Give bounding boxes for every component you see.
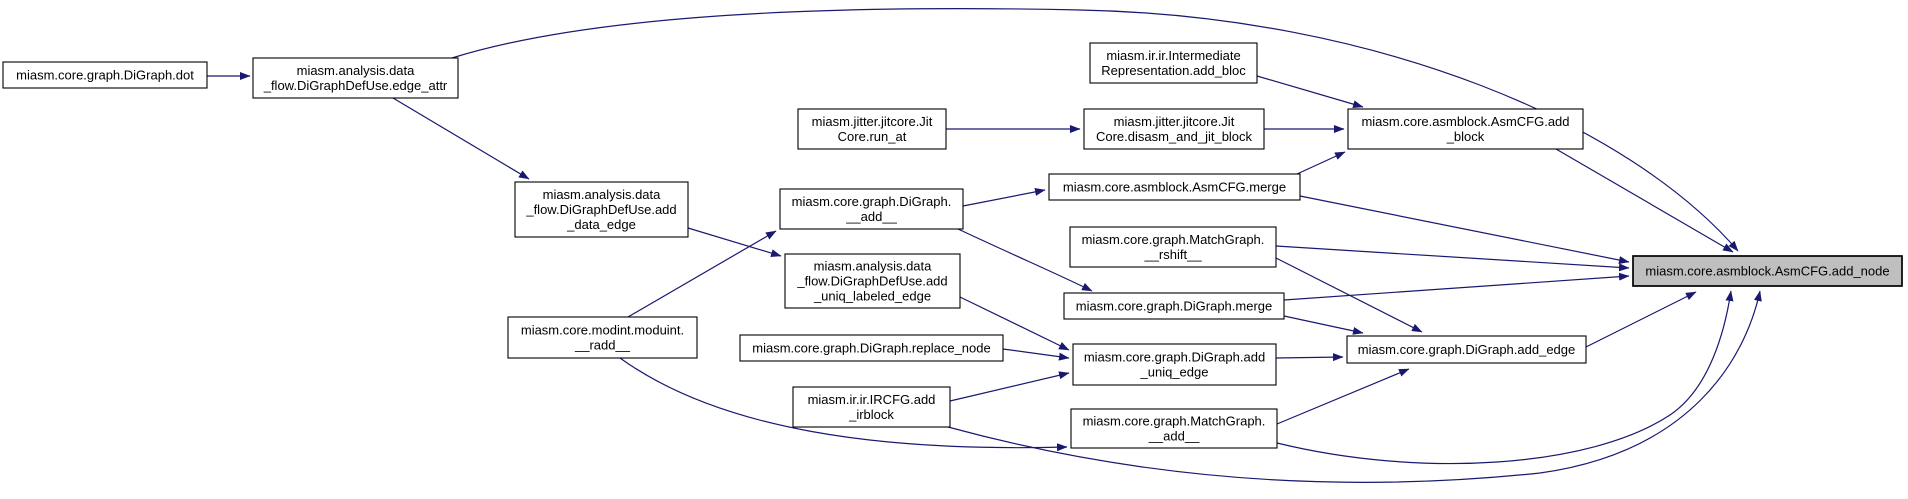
graph-node-add_edge[interactable]: miasm.core.graph.DiGraph.add_edge bbox=[1346, 335, 1587, 364]
node-label: miasm.core.graph.MatchGraph.__rshift__ bbox=[1082, 232, 1265, 262]
graph-node-rshift[interactable]: miasm.core.graph.MatchGraph.__rshift__ bbox=[1069, 226, 1277, 268]
node-box[interactable] bbox=[1347, 108, 1584, 150]
graph-node-edge_attr[interactable]: miasm.analysis.data_flow.DiGraphDefUse.e… bbox=[252, 57, 459, 99]
edge-add_block-to-add_node bbox=[1555, 148, 1734, 253]
node-label: miasm.core.asmblock.AsmCFG.add_node bbox=[1645, 264, 1889, 279]
graph-node-asmcfg_merge[interactable]: miasm.core.asmblock.AsmCFG.merge bbox=[1048, 173, 1301, 201]
node-label: miasm.core.graph.DiGraph.add_uniq_edge bbox=[1084, 350, 1265, 380]
edge-radd-to-dadd bbox=[627, 230, 777, 318]
node-box[interactable] bbox=[779, 188, 964, 230]
node-box[interactable] bbox=[1048, 173, 1301, 201]
graph-node-replace_node[interactable]: miasm.core.graph.DiGraph.replace_node bbox=[739, 334, 1004, 362]
node-box[interactable] bbox=[784, 253, 961, 309]
edge-add_irblock-to-uniq_edge bbox=[949, 371, 1070, 402]
edge-asmcfg_merge-to-add_node bbox=[1299, 195, 1630, 264]
graph-node-dot[interactable]: miasm.core.graph.DiGraph.dot bbox=[2, 61, 208, 89]
node-label: miasm.core.asmblock.AsmCFG.merge bbox=[1063, 180, 1286, 195]
edge-dadd-to-asmcfg_merge bbox=[962, 187, 1046, 207]
edges-layer bbox=[207, 8, 1762, 483]
node-label: miasm.core.graph.MatchGraph.__add__ bbox=[1083, 414, 1266, 444]
edge-dadd-to-dmerge bbox=[957, 228, 1093, 292]
node-box[interactable] bbox=[1072, 343, 1277, 386]
node-box[interactable] bbox=[2, 61, 208, 89]
edge-radd-to-mg_add bbox=[619, 357, 1068, 452]
node-box[interactable] bbox=[792, 386, 951, 428]
edge-dmerge-to-add_edge bbox=[1283, 315, 1364, 335]
node-label: miasm.core.graph.DiGraph.replace_node bbox=[752, 341, 990, 356]
edge-add_irblock-to-add_node bbox=[947, 290, 1762, 483]
node-box[interactable] bbox=[1063, 292, 1285, 320]
node-box[interactable] bbox=[507, 316, 698, 359]
edge-uniq_labeled-to-uniq_edge bbox=[959, 296, 1070, 351]
node-label: miasm.core.graph.DiGraph.add_edge bbox=[1358, 342, 1576, 357]
node-box[interactable] bbox=[1346, 335, 1587, 364]
edge-rshift-to-add_node bbox=[1275, 245, 1630, 272]
node-box[interactable] bbox=[739, 334, 1004, 362]
graph-node-uniq_edge[interactable]: miasm.core.graph.DiGraph.add_uniq_edge bbox=[1072, 343, 1277, 386]
node-label: miasm.core.graph.DiGraph.dot bbox=[16, 68, 194, 83]
node-label: miasm.analysis.data_flow.DiGraphDefUse.a… bbox=[525, 187, 676, 232]
graph-node-dadd[interactable]: miasm.core.graph.DiGraph.__add__ bbox=[779, 188, 964, 230]
graph-node-mg_add[interactable]: miasm.core.graph.MatchGraph.__add__ bbox=[1070, 408, 1278, 449]
edge-add_bloc-to-add_block bbox=[1256, 75, 1364, 109]
edge-edge_attr-to-add_data_edge bbox=[392, 97, 530, 180]
node-label: miasm.core.modint.moduint.__radd__ bbox=[521, 323, 684, 353]
node-box[interactable] bbox=[797, 108, 947, 150]
node-box[interactable] bbox=[514, 181, 689, 238]
graph-node-add_data_edge[interactable]: miasm.analysis.data_flow.DiGraphDefUse.a… bbox=[514, 181, 689, 238]
node-box[interactable] bbox=[1089, 42, 1258, 84]
nodes-layer: miasm.core.graph.DiGraph.dot miasm.analys… bbox=[2, 42, 1903, 449]
edge-mg_add-to-add_edge bbox=[1276, 368, 1410, 425]
edge-asmcfg_merge-to-add_block bbox=[1296, 151, 1346, 175]
graph-node-radd[interactable]: miasm.core.modint.moduint.__radd__ bbox=[507, 316, 698, 359]
graph-node-add_block[interactable]: miasm.core.asmblock.AsmCFG.add_block bbox=[1347, 108, 1584, 150]
edge-uniq_edge-to-add_edge bbox=[1275, 353, 1344, 362]
node-box[interactable] bbox=[1083, 108, 1265, 150]
edge-add_data_edge-to-uniq_labeled bbox=[687, 227, 782, 257]
node-box[interactable] bbox=[252, 57, 459, 99]
highlighted-node-box[interactable] bbox=[1632, 255, 1903, 287]
node-label: miasm.analysis.data_flow.DiGraphDefUse.a… bbox=[796, 259, 947, 304]
node-label: miasm.core.graph.DiGraph.merge bbox=[1076, 299, 1273, 314]
graph-node-add_irblock[interactable]: miasm.ir.ir.IRCFG.add_irblock bbox=[792, 386, 951, 428]
graph-node-dmerge[interactable]: miasm.core.graph.DiGraph.merge bbox=[1063, 292, 1285, 320]
node-label: miasm.analysis.data_flow.DiGraphDefUse.e… bbox=[263, 63, 448, 93]
edge-replace_node-to-uniq_edge bbox=[1002, 348, 1070, 361]
node-box[interactable] bbox=[1070, 408, 1278, 449]
edge-add_edge-to-add_node bbox=[1585, 291, 1697, 348]
graph-node-add_node[interactable]: miasm.core.asmblock.AsmCFG.add_node bbox=[1632, 255, 1903, 287]
node-label: miasm.core.asmblock.AsmCFG.add_block bbox=[1361, 114, 1569, 144]
node-label: miasm.core.graph.DiGraph.__add__ bbox=[792, 194, 952, 224]
node-box[interactable] bbox=[1069, 226, 1277, 268]
edge-edge_attr-to-add_node bbox=[451, 8, 1739, 252]
node-label: miasm.ir.ir.IRCFG.add_irblock bbox=[808, 392, 936, 422]
graph-node-uniq_labeled[interactable]: miasm.analysis.data_flow.DiGraphDefUse.a… bbox=[784, 253, 961, 309]
edge-dmerge-to-add_node bbox=[1283, 272, 1630, 301]
edge-mg_add-to-add_node bbox=[1276, 290, 1734, 465]
